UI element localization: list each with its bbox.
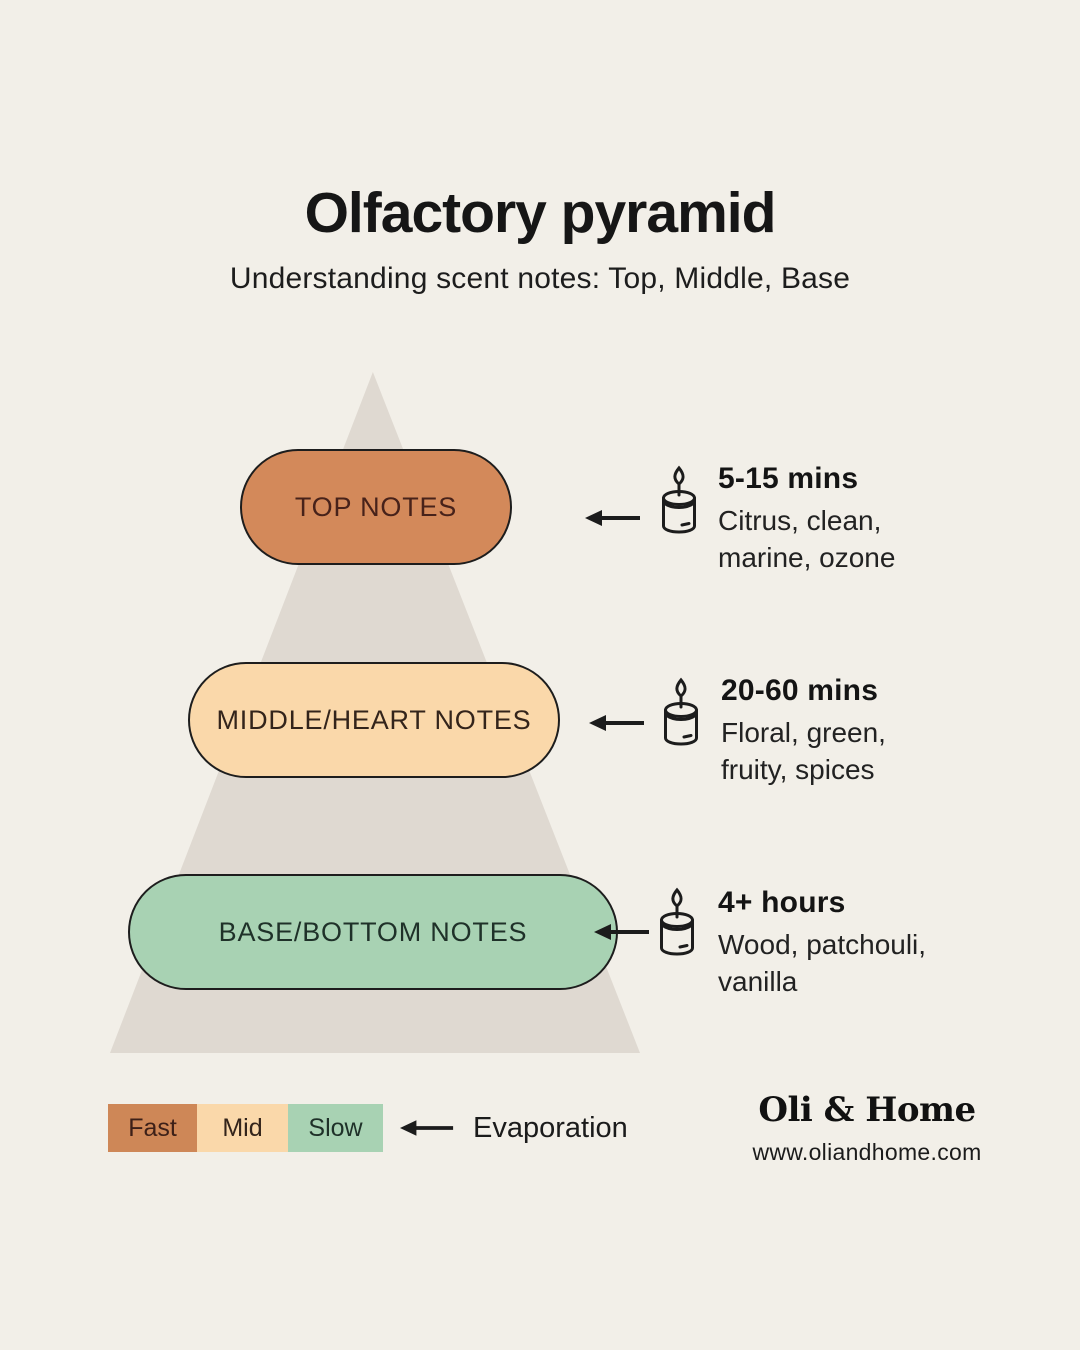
brand-logo: Oli & Home <box>758 1090 976 1130</box>
base-notes-annotation: 4+ hours Wood, patchouli, vanilla <box>718 886 968 1000</box>
pill-top-notes-label: TOP NOTES <box>294 491 458 522</box>
top-notes-examples-line1: Citrus, clean, <box>718 505 882 536</box>
middle-notes-examples-line1: Floral, green, <box>721 717 886 748</box>
evaporation-label: Evaporation <box>473 1111 628 1144</box>
left-arrow-icon <box>585 510 640 526</box>
base-notes-examples-line1: Wood, patchouli, <box>718 929 927 960</box>
legend-label-fast: Fast <box>128 1113 177 1142</box>
legend-swatch-fast: Fast <box>108 1104 197 1152</box>
candle-icon <box>664 677 698 746</box>
candle-icon <box>662 465 696 534</box>
base-notes-duration: 4+ hours <box>718 886 846 919</box>
legend-label-mid: Mid <box>222 1113 263 1142</box>
pill-base-bottom-notes-label: BASE/BOTTOM NOTES <box>218 916 528 947</box>
left-arrow-icon <box>594 924 649 940</box>
legend-swatch-mid: Mid <box>197 1104 288 1152</box>
middle-notes-annotation: 20-60 mins Floral, green, fruity, spices <box>721 674 971 788</box>
left-arrow-icon <box>400 1120 454 1136</box>
base-notes-examples-line2: vanilla <box>718 966 798 997</box>
pill-base-bottom-notes: BASE/BOTTOM NOTES <box>128 874 618 990</box>
brand-website: www.oliandhome.com <box>752 1139 982 1165</box>
pill-middle-heart-notes-label: MIDDLE/HEART NOTES <box>216 704 532 735</box>
legend-label-slow: Slow <box>308 1113 363 1142</box>
top-notes-examples-line2: marine, ozone <box>718 542 896 573</box>
legend-swatch-slow: Slow <box>288 1104 383 1152</box>
pill-middle-heart-notes: MIDDLE/HEART NOTES <box>188 662 560 778</box>
top-notes-annotation: 5-15 mins Citrus, clean, marine, ozone <box>718 462 968 576</box>
brand-block: Oli & Home www.oliandhome.com <box>737 1090 997 1166</box>
middle-notes-duration: 20-60 mins <box>721 674 879 707</box>
top-notes-duration: 5-15 mins <box>718 462 859 495</box>
middle-notes-examples-line2: fruity, spices <box>721 754 875 785</box>
left-arrow-icon <box>589 715 644 731</box>
evaporation-legend: Fast Mid Slow Evaporation <box>108 1104 628 1152</box>
page-subtitle: Understanding scent notes: Top, Middle, … <box>229 262 851 295</box>
pill-top-notes: TOP NOTES <box>240 449 512 565</box>
page-title: Olfactory pyramid <box>304 181 777 245</box>
candle-icon <box>660 887 694 956</box>
